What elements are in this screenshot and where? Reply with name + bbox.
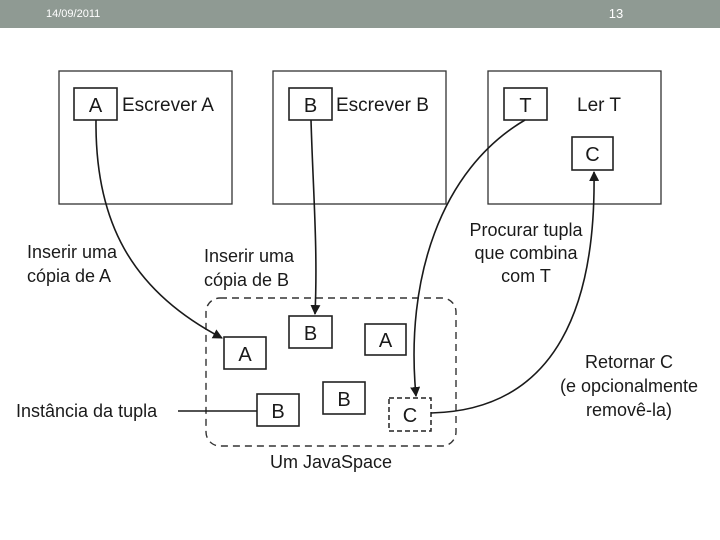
- space-tuple-label: A: [379, 330, 393, 352]
- label-lookup-line3: com T: [501, 266, 551, 286]
- label-return-line1: Retornar C: [585, 352, 673, 372]
- tuple-label-c-result: C: [585, 144, 599, 166]
- space-tuple-label: A: [238, 344, 252, 366]
- space-tuple-a-inserted: [223, 336, 267, 370]
- action-label-a: Escrever A: [122, 95, 214, 116]
- action-label-b: Escrever B: [336, 95, 429, 116]
- tuple-box-a: [73, 87, 118, 121]
- space-tuple-label: C: [403, 405, 417, 427]
- label-lookup-line2: que combina: [474, 243, 578, 263]
- space-tuple-label: B: [337, 389, 350, 411]
- arrow-insert-b: [310, 119, 321, 315]
- tuple-label-b: B: [304, 95, 317, 117]
- javaspace-label: Um JavaSpace: [270, 452, 392, 472]
- space-tuple-label: B: [304, 323, 317, 345]
- header-bar: 14/09/2011 13: [0, 0, 720, 28]
- label-return-line2: (e opcionalmente: [560, 376, 698, 396]
- arrow-insert-a: [95, 119, 223, 339]
- tuple-label-a: A: [89, 95, 103, 117]
- label-lookup-line1: Procurar tupla: [469, 220, 583, 240]
- action-label-t: Ler T: [577, 95, 621, 116]
- label-insert-a-line2: cópia de A: [27, 266, 111, 286]
- space-tuple-b-instance: [256, 393, 300, 427]
- tuple-box-c-result: [571, 136, 614, 171]
- label-insert-b-line2: cópia de B: [204, 270, 289, 290]
- label-insert-b-line1: Inserir uma: [204, 246, 295, 266]
- label-insert-a-line1: Inserir uma: [27, 242, 118, 262]
- javaspace-region: [205, 297, 457, 447]
- process-box-b: [272, 70, 447, 205]
- label-return-line3: removê-la): [586, 400, 672, 420]
- space-tuple-b-top: [288, 315, 333, 349]
- space-tuple-label: B: [271, 401, 284, 423]
- slide-date: 14/09/2011: [46, 8, 101, 20]
- tuple-label-t: T: [519, 95, 531, 117]
- space-tuple-a-right: [364, 323, 407, 356]
- label-tuple-instance: Instância da tupla: [16, 401, 158, 421]
- space-tuple-b-middle: [322, 381, 366, 415]
- space-tuple-c-dashed: [388, 397, 432, 432]
- arrow-return: [430, 171, 600, 414]
- tuple-box-t: [503, 87, 548, 121]
- tuple-box-b: [288, 87, 333, 121]
- arrow-lookup: [410, 119, 526, 397]
- slide-number: 13: [608, 6, 624, 21]
